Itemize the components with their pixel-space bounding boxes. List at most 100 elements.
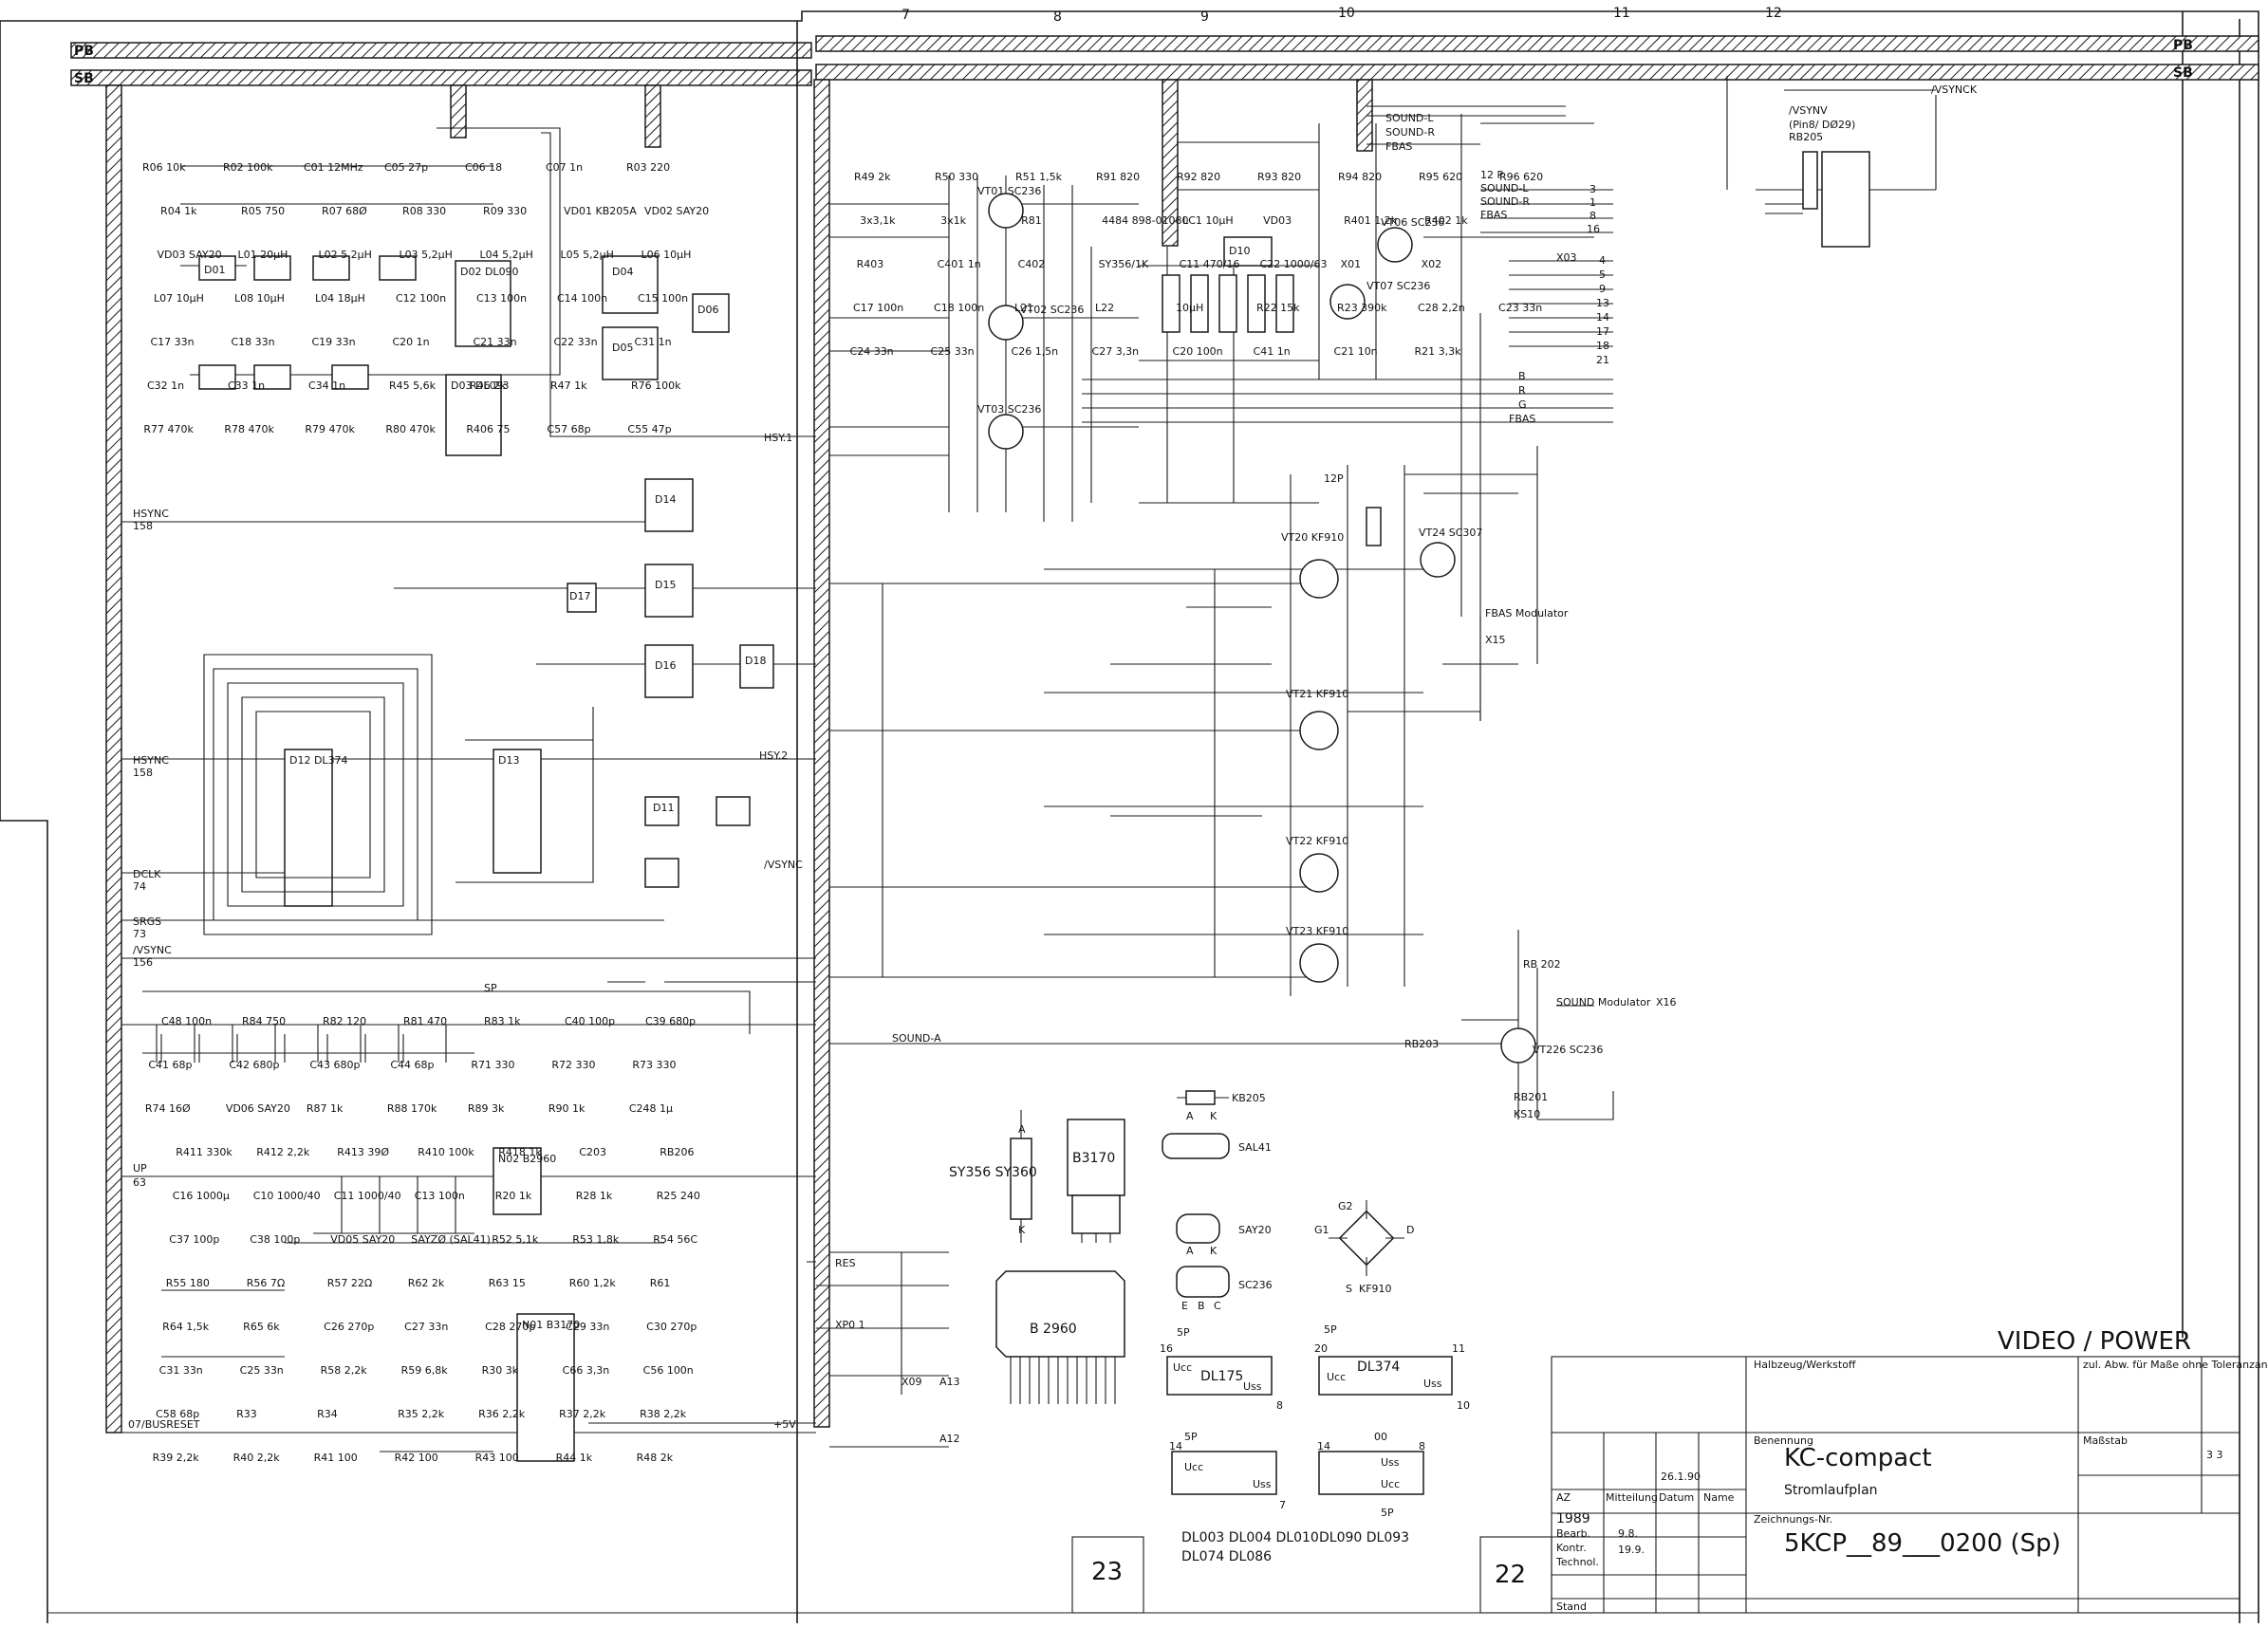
- bus-pb: PB PB: [70, 35, 2259, 59]
- legend-ic14-b-pin-5p: 5P: [1381, 1507, 1394, 1519]
- pin-14: 14: [1596, 311, 1609, 324]
- component-value: C28 2,2n: [1418, 302, 1465, 314]
- component-value: C34 1n: [308, 379, 345, 392]
- component-value: C11 1000/40: [334, 1190, 401, 1202]
- component-value: R90 1k: [548, 1102, 586, 1115]
- legend-sc236-pin-e: E: [1181, 1300, 1188, 1312]
- component-value: R39 2,2k: [153, 1452, 200, 1464]
- component-value: L01 20μH: [238, 249, 288, 261]
- component-value: C26 1,5n: [1012, 345, 1059, 358]
- component-value: C14 100n: [557, 292, 607, 305]
- component-value: C06 18: [465, 161, 502, 174]
- legend-dl-list-a: DL003 DL004 DL010: [1181, 1530, 1319, 1545]
- signal-sound-l-top: SOUND-L: [1385, 112, 1434, 124]
- component-value: R55 180: [166, 1277, 210, 1289]
- component-value: X01: [1341, 258, 1362, 270]
- component-value: R401 1,2k: [1344, 214, 1398, 227]
- component-value: C27 33n: [404, 1321, 448, 1333]
- signal-hsync-2-pin: 158: [133, 767, 153, 779]
- ic-n02-label: N02 B2960: [498, 1153, 556, 1165]
- ic-d10-box: [1223, 236, 1273, 267]
- ic-d01-label: D01: [204, 264, 225, 276]
- component-value: C29 33n: [566, 1321, 609, 1333]
- legend-ic14-b-ucc: Ucc: [1381, 1478, 1400, 1490]
- signal-hsy1: HSY.1: [764, 432, 792, 444]
- component-value: R78 470k: [224, 423, 274, 435]
- tb-name-label: Name: [1703, 1491, 1735, 1504]
- legend-ic14-a-uss: Uss: [1253, 1478, 1272, 1490]
- component-value: C57 68p: [547, 423, 590, 435]
- tb-datum-label: Datum: [1659, 1491, 1694, 1504]
- component-value: R04 1k: [160, 205, 197, 217]
- component-value: R89 3k: [468, 1102, 505, 1115]
- component-value: C05 27p: [384, 161, 428, 174]
- ic-n01-label: N01 B3170: [522, 1319, 580, 1331]
- signal-fbas-top: FBAS: [1385, 140, 1412, 153]
- component-value: R80 470k: [385, 423, 436, 435]
- signal-vsynv: /VSYNV: [1789, 104, 1828, 117]
- component-value: C17 33n: [150, 336, 194, 348]
- component-value: R412 2,2k: [256, 1146, 310, 1158]
- signal-xp01: XP0 1: [835, 1319, 865, 1331]
- signal-x03: X03: [1556, 251, 1577, 264]
- right-video-wiring: [829, 76, 1937, 1448]
- signal-g: G: [1518, 398, 1527, 411]
- legend-ic14-a-pin-7: 7: [1279, 1499, 1286, 1511]
- pin-1: 1: [1589, 196, 1596, 209]
- component-value: C26 270p: [324, 1321, 374, 1333]
- signal-hsync-2: HSYNC: [133, 754, 169, 767]
- legend-say20-pin-a: A: [1186, 1245, 1194, 1257]
- pin-5: 5: [1599, 268, 1606, 281]
- component-value: C27 3,3n: [1092, 345, 1140, 358]
- ic-d17-label: D17: [569, 590, 590, 602]
- component-value: R81: [1021, 214, 1042, 227]
- component-value: R36 2,2k: [478, 1408, 526, 1420]
- component-value: R08 330: [402, 205, 446, 217]
- ic-d16-label: D16: [655, 659, 676, 672]
- ic-d03-box: [445, 374, 502, 456]
- signal-up-pin: 63: [133, 1176, 146, 1189]
- component-value: 3x3,1k: [860, 214, 896, 227]
- ic-d15-label: D15: [655, 579, 676, 591]
- legend-dl374-pin-10: 10: [1457, 1399, 1470, 1412]
- component-value: R21 3,3k: [1415, 345, 1462, 358]
- ic-rb205: [1802, 151, 1870, 248]
- component-value: R92 820: [1177, 171, 1220, 183]
- component-value: R02 100k: [223, 161, 273, 174]
- signal-ks10: KS10: [1514, 1108, 1540, 1120]
- legend-kf910-pin-g1: G1: [1314, 1224, 1329, 1236]
- vt01-label: VT01 SC236: [977, 185, 1041, 197]
- component-value: SY356/1K: [1099, 258, 1149, 270]
- component-value: R48 2k: [637, 1452, 674, 1464]
- legend-dl-list-b: DL074 DL086: [1181, 1549, 1272, 1564]
- component-value: R03 220: [626, 161, 670, 174]
- component-value: C43 680p: [309, 1059, 360, 1071]
- component-value: VD05 SAY20: [330, 1233, 395, 1246]
- legend-dl374-pin-20: 20: [1314, 1342, 1328, 1355]
- signal-fbas-lower: FBAS: [1509, 413, 1535, 425]
- component-value: C19 33n: [311, 336, 355, 348]
- component-value: C16 1000μ: [173, 1190, 230, 1202]
- component-value: C28 270p: [485, 1321, 535, 1333]
- signal-dclk: DCLK: [133, 868, 161, 880]
- signal-a12: A12: [939, 1433, 960, 1445]
- component-value: C37 100p: [169, 1233, 219, 1246]
- component-value: L04 18μH: [315, 292, 365, 305]
- component-value: C44 68p: [390, 1059, 434, 1071]
- component-value: C23 33n: [1498, 302, 1542, 314]
- tb-benennung-header: Benennung: [1754, 1434, 1813, 1447]
- component-value: R54 56C: [653, 1233, 697, 1246]
- component-value: C22 33n: [553, 336, 597, 348]
- component-value: R83 1k: [484, 1015, 521, 1027]
- pin-21: 21: [1596, 354, 1609, 366]
- signal-labels-right: SOUND-L SOUND-R FBAS /VSYNCK /VSYNV (Pin…: [1385, 83, 1978, 1120]
- tb-az-label: AZ: [1556, 1491, 1571, 1504]
- signal-a13: A13: [939, 1376, 960, 1388]
- component-value: C21 10n: [1334, 345, 1378, 358]
- component-value: R20 1k: [495, 1190, 532, 1202]
- component-value: C248 1μ: [629, 1102, 673, 1115]
- component-value: R43 100: [475, 1452, 519, 1464]
- component-value: C55 47p: [627, 423, 671, 435]
- component-value: R64 1,5k: [162, 1321, 210, 1333]
- signal-busreset: 07/BUSRESET: [128, 1418, 200, 1431]
